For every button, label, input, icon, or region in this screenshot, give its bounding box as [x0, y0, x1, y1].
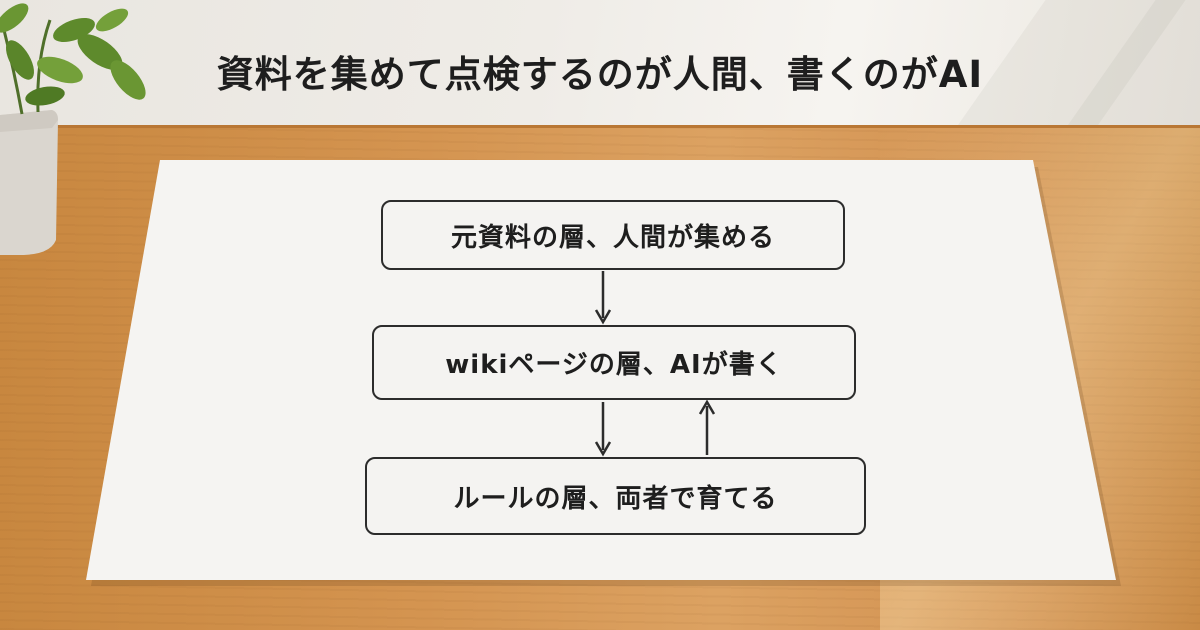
node-rules-layer: ルールの層、両者で育てる — [365, 457, 866, 535]
edge-wiki-to-rules — [594, 402, 612, 457]
edge-rules-to-wiki — [698, 399, 716, 455]
page-title: 資料を集めて点検するのが人間、書くのがAI — [216, 53, 984, 96]
node-wiki-layer: wikiページの層、AIが書く — [372, 325, 856, 400]
edge-source-to-wiki — [594, 271, 612, 325]
wall-background — [0, 0, 1200, 130]
node-source-layer: 元資料の層、人間が集める — [381, 200, 845, 270]
potted-plant — [0, 3, 146, 255]
